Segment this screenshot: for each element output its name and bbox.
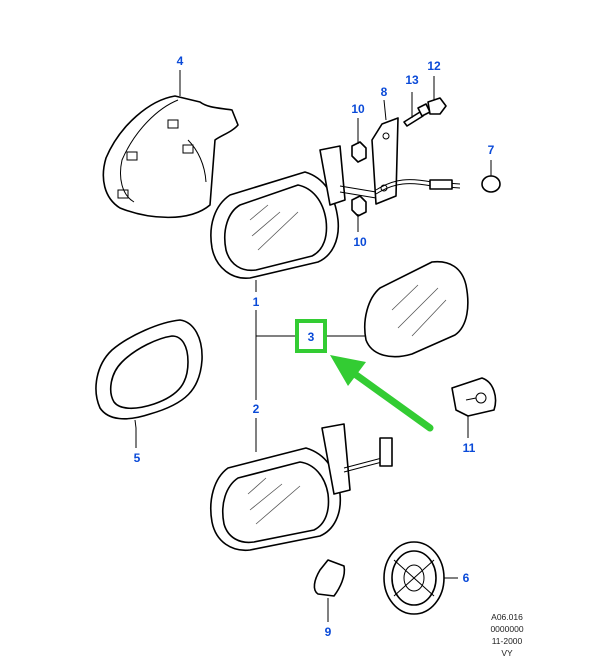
- wiring-cable: [375, 179, 461, 195]
- ref-line-3: 11-2000: [492, 636, 523, 646]
- part-13-screw: [403, 103, 431, 127]
- part-12-clip: [427, 97, 447, 115]
- callout-8: 8: [381, 85, 388, 99]
- callout-6: 6: [463, 571, 470, 585]
- pointer-arrow: [330, 355, 434, 432]
- callout-10-upper: 10: [351, 102, 365, 116]
- part-10-nut-upper: [351, 141, 367, 163]
- part-8-mounting-bracket: [371, 117, 399, 205]
- ref-line-4: VY: [501, 648, 513, 658]
- callout-1: 1: [253, 295, 260, 309]
- callout-5: 5: [134, 451, 141, 465]
- part-4-mirror-cover: [102, 95, 239, 219]
- part-5-mirror-frame: [95, 319, 203, 429]
- leader-lines: [135, 70, 492, 622]
- callout-4: 4: [177, 54, 184, 68]
- reference-code: A06.016 0000000 11-2000 VY: [490, 612, 523, 658]
- part-7-grommet: [481, 175, 501, 193]
- part-2-mirror-assembly: [210, 423, 393, 551]
- callout-11: 11: [463, 441, 476, 455]
- part-6-motor: [383, 541, 445, 615]
- callout-7: 7: [488, 143, 495, 157]
- callout-3: 3: [308, 330, 315, 344]
- ref-line-2: 0000000: [490, 624, 523, 634]
- callout-12: 12: [427, 59, 441, 73]
- part-1-mirror-assembly: [210, 145, 377, 279]
- highlight-callout-3: [295, 319, 327, 353]
- part-3-mirror-glass: [364, 260, 469, 358]
- callout-13: 13: [405, 73, 419, 87]
- ref-line-1: A06.016: [491, 612, 523, 622]
- callout-2: 2: [253, 402, 260, 416]
- callout-10-lower: 10: [353, 235, 367, 249]
- part-11-plate: [451, 377, 497, 417]
- part-10-nut-lower: [351, 195, 367, 217]
- part-9-insert: [313, 559, 346, 597]
- callout-9: 9: [325, 625, 332, 639]
